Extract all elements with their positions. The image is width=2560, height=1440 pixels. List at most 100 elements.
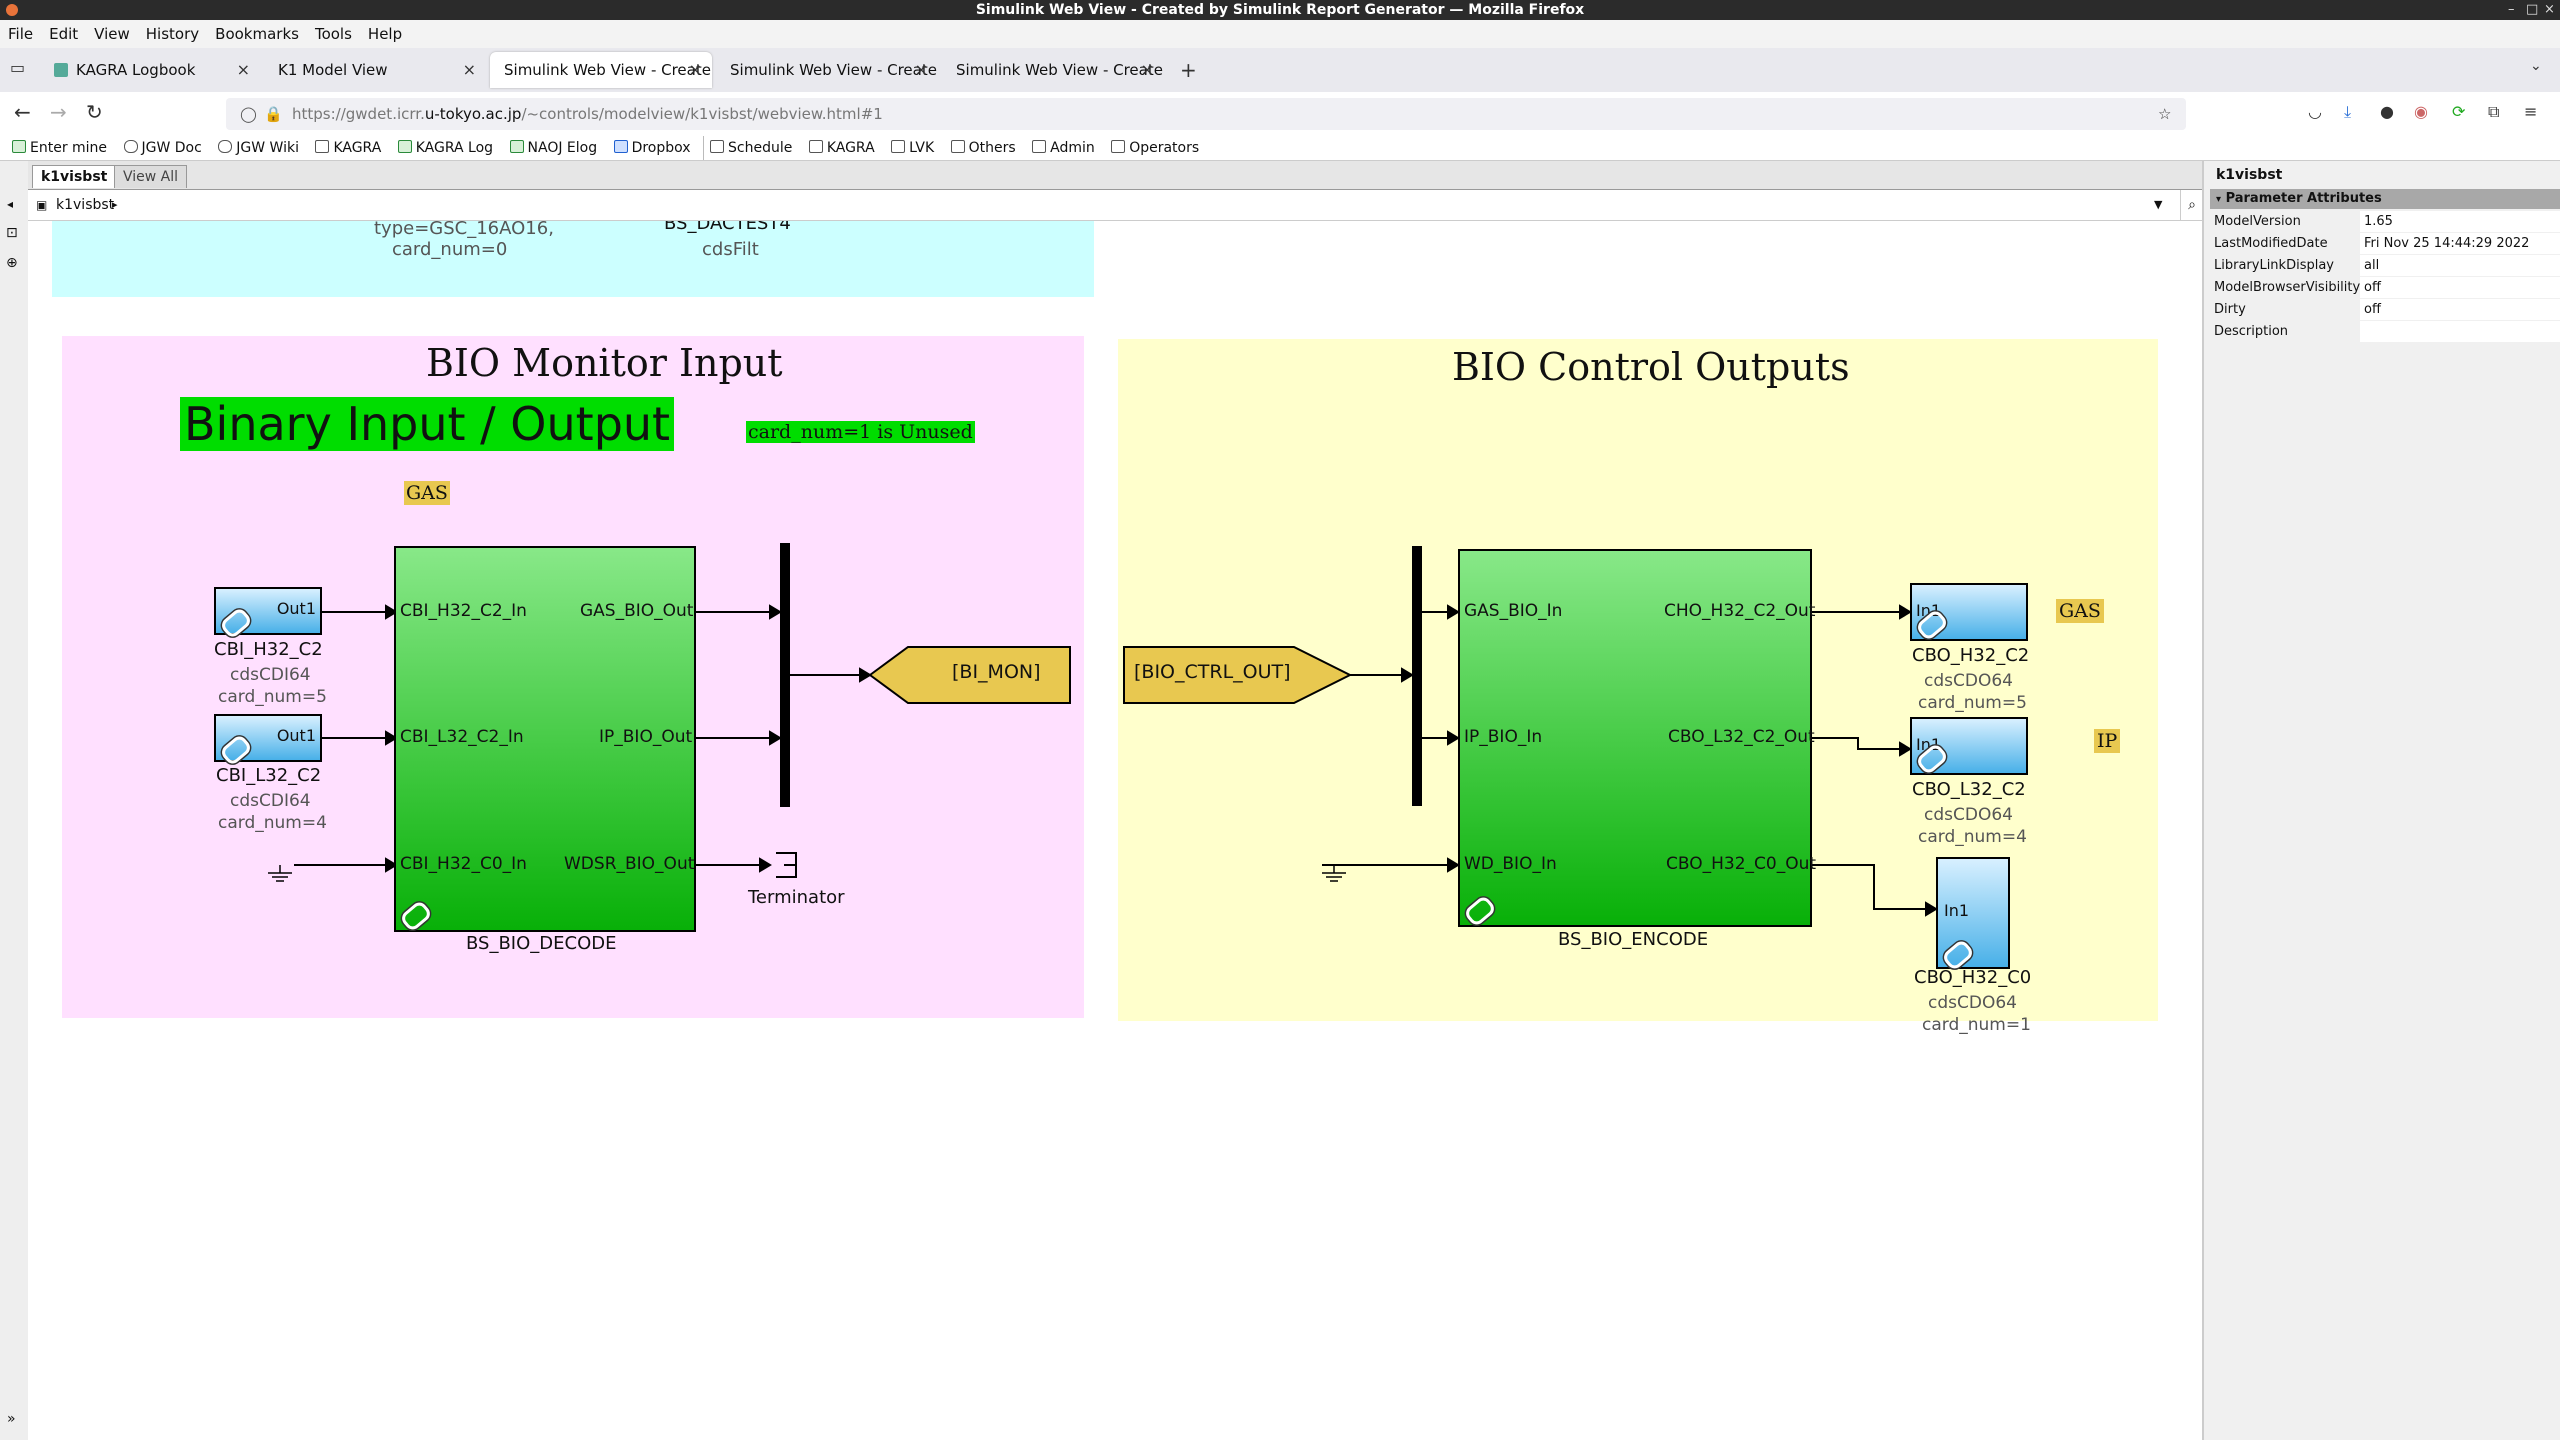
cbo-h32-c2-block[interactable]: In1 <box>1910 583 2028 642</box>
log-icon <box>509 140 524 153</box>
parameter-attributes-header[interactable]: ▾ Parameter Attributes <box>2210 189 2560 209</box>
menu-bookmarks[interactable]: Bookmarks <box>215 25 299 43</box>
bookmark-folder-admin[interactable]: Admin <box>1026 136 1101 160</box>
diagram-canvas[interactable]: type=GSC_16AO16, card_num=0 BS_DACTEST4 … <box>28 221 2202 1440</box>
gas-tag: GAS <box>404 481 450 505</box>
encode-in-2: IP_BIO_In <box>1464 727 1543 747</box>
hide-explorer-icon[interactable]: ◂ <box>7 197 14 211</box>
extension-icon[interactable]: ● <box>2380 102 2394 121</box>
forward-icon[interactable]: → <box>50 100 67 124</box>
tab-kagra-logbook[interactable]: KAGRA Logbook × <box>40 52 260 88</box>
top-block-name[interactable]: BS_DACTEST4 <box>664 221 791 234</box>
tab-simulink-web-view-3[interactable]: Simulink Web View - Create × <box>942 52 1164 88</box>
port-label: In1 <box>1944 901 1970 920</box>
bookmark-enter-mine[interactable]: Enter mine <box>6 136 113 160</box>
chevron-right-icon[interactable]: ▸ <box>112 198 118 211</box>
mux-bar[interactable] <box>780 543 790 807</box>
bookmark-naoj-elog[interactable]: NAOJ Elog <box>504 136 604 160</box>
folder-icon <box>891 140 906 153</box>
firefox-icon <box>6 4 18 16</box>
maximize-icon[interactable]: □ <box>2526 2 2539 17</box>
new-tab-icon[interactable]: + <box>1180 58 1197 82</box>
extensions-puzzle-icon[interactable]: ⧉ <box>2488 102 2500 121</box>
downloads-icon[interactable]: ⤓ <box>2344 102 2352 121</box>
tab-simulink-web-view-2[interactable]: Simulink Web View - Create × <box>716 52 938 88</box>
folder-icon <box>808 140 823 153</box>
from-bio-ctrl-out[interactable]: [BIO_CTRL_OUT] <box>1134 661 1291 683</box>
goto-bi-mon[interactable]: [BI_MON] <box>952 661 1041 683</box>
menu-history[interactable]: History <box>145 25 200 43</box>
zoom-icon[interactable]: ⊕ <box>6 255 18 271</box>
bookmark-kagra-log[interactable]: KAGRA Log <box>392 136 499 160</box>
ip-out-tag: IP <box>2094 729 2121 753</box>
bookmark-jgw-wiki[interactable]: JGW Wiki <box>212 136 305 160</box>
url-bar[interactable]: ◯ 🔒 https://gwdet.icrr.u-tokyo.ac.jp/~co… <box>226 98 2186 130</box>
sync-icon[interactable]: ⟳ <box>2452 102 2466 121</box>
bookmark-folder-operators[interactable]: Operators <box>1105 136 1205 160</box>
expand-panel-icon[interactable]: » <box>7 1411 16 1427</box>
inspector-title: k1visbst <box>2216 167 2283 183</box>
dropbox-icon <box>613 140 628 153</box>
search-icon[interactable]: ⌕ <box>2180 190 2203 220</box>
decode-block-name: BS_BIO_DECODE <box>466 933 617 954</box>
back-icon[interactable]: ← <box>14 100 31 124</box>
folder-icon <box>710 140 725 153</box>
shield-icon[interactable]: ◯ <box>240 105 257 123</box>
cbo-l32-c2-block[interactable]: In1 <box>1910 717 2028 776</box>
control-shapes-svg <box>1123 604 1938 917</box>
bookmark-folder-others[interactable]: Others <box>945 136 1022 160</box>
bs-bio-encode-block[interactable] <box>1458 549 1812 928</box>
tab-k1-model-view[interactable]: K1 Model View × <box>264 52 486 88</box>
list-tabs-icon[interactable]: ⌄ <box>2530 58 2542 74</box>
menu-view[interactable]: View <box>94 25 130 43</box>
bookmark-folder-schedule[interactable]: Schedule <box>703 136 798 160</box>
reload-icon[interactable]: ↻ <box>86 100 103 124</box>
model-tab-k1visbst[interactable]: k1visbst <box>32 165 117 188</box>
kagra-icon <box>315 140 330 153</box>
bs-bio-decode-block[interactable] <box>394 546 696 933</box>
close-tab-icon[interactable]: × <box>462 60 476 79</box>
port-label: In1 <box>1916 735 1942 754</box>
menu-tools[interactable]: Tools <box>314 25 352 43</box>
extension-icon-2[interactable]: ◉ <box>2414 102 2428 121</box>
model-icon: ▣ <box>36 198 48 212</box>
bookmark-folder-kagra[interactable]: KAGRA <box>803 136 881 160</box>
tab-simulink-web-view-active[interactable]: Simulink Web View - Create × <box>490 52 712 88</box>
cbo-h32-c0-block[interactable]: In1 <box>1936 857 2010 972</box>
top-area-card: card_num=0 <box>392 239 508 260</box>
view-all-tab[interactable]: View All <box>114 165 188 188</box>
bookmark-star-icon[interactable]: ☆ <box>2158 105 2172 123</box>
menu-edit[interactable]: Edit <box>49 25 79 43</box>
close-tab-icon[interactable]: × <box>914 60 928 79</box>
log-icon <box>397 140 412 153</box>
cbi-l32-c2-lib: cdsCDI64 <box>230 791 311 811</box>
pocket-icon[interactable]: ◡ <box>2308 102 2322 121</box>
close-tab-icon[interactable]: × <box>1140 60 1154 79</box>
bookmark-kagra[interactable]: KAGRA <box>309 136 387 160</box>
minimize-icon[interactable]: – <box>2508 2 2515 17</box>
bookmark-dropbox[interactable]: Dropbox <box>608 136 697 160</box>
hamburger-menu-icon[interactable]: ≡ <box>2524 102 2538 121</box>
lock-icon[interactable]: 🔒 <box>264 105 283 123</box>
breadcrumb-k1visbst[interactable]: k1visbst <box>56 197 115 213</box>
close-window-icon[interactable]: × <box>2544 2 2555 17</box>
bookmark-folder-lvk[interactable]: LVK <box>885 136 940 160</box>
tab-strip: ▭ KAGRA Logbook × K1 Model View × Simuli… <box>0 48 2560 92</box>
cbo-h32-c2-lib: cdsCDO64 <box>1924 671 2013 691</box>
breadcrumb: ▣ k1visbst ▸ ▼ ⌕ <box>28 190 2202 221</box>
fit-view-icon[interactable]: ⊡ <box>6 225 18 241</box>
encode-in-1: GAS_BIO_In <box>1464 601 1563 621</box>
chevron-down-icon[interactable]: ▼ <box>2154 198 2163 211</box>
menu-help[interactable]: Help <box>367 25 403 43</box>
cbi-l32-c2-block[interactable]: Out1 <box>214 714 322 767</box>
collapse-icon[interactable]: ▾ <box>2216 194 2222 205</box>
demux-bar[interactable] <box>1412 546 1422 806</box>
close-tab-icon[interactable]: × <box>688 60 702 79</box>
menu-file[interactable]: File <box>8 25 34 43</box>
cbi-h32-c2-block[interactable]: Out1 <box>214 587 322 640</box>
encode-out-1: CHO_H32_C2_Out <box>1664 601 1816 621</box>
bookmark-jgw-doc[interactable]: JGW Doc <box>118 136 208 160</box>
tab-overview-icon[interactable]: ▭ <box>10 58 26 77</box>
close-tab-icon[interactable]: × <box>236 60 250 79</box>
